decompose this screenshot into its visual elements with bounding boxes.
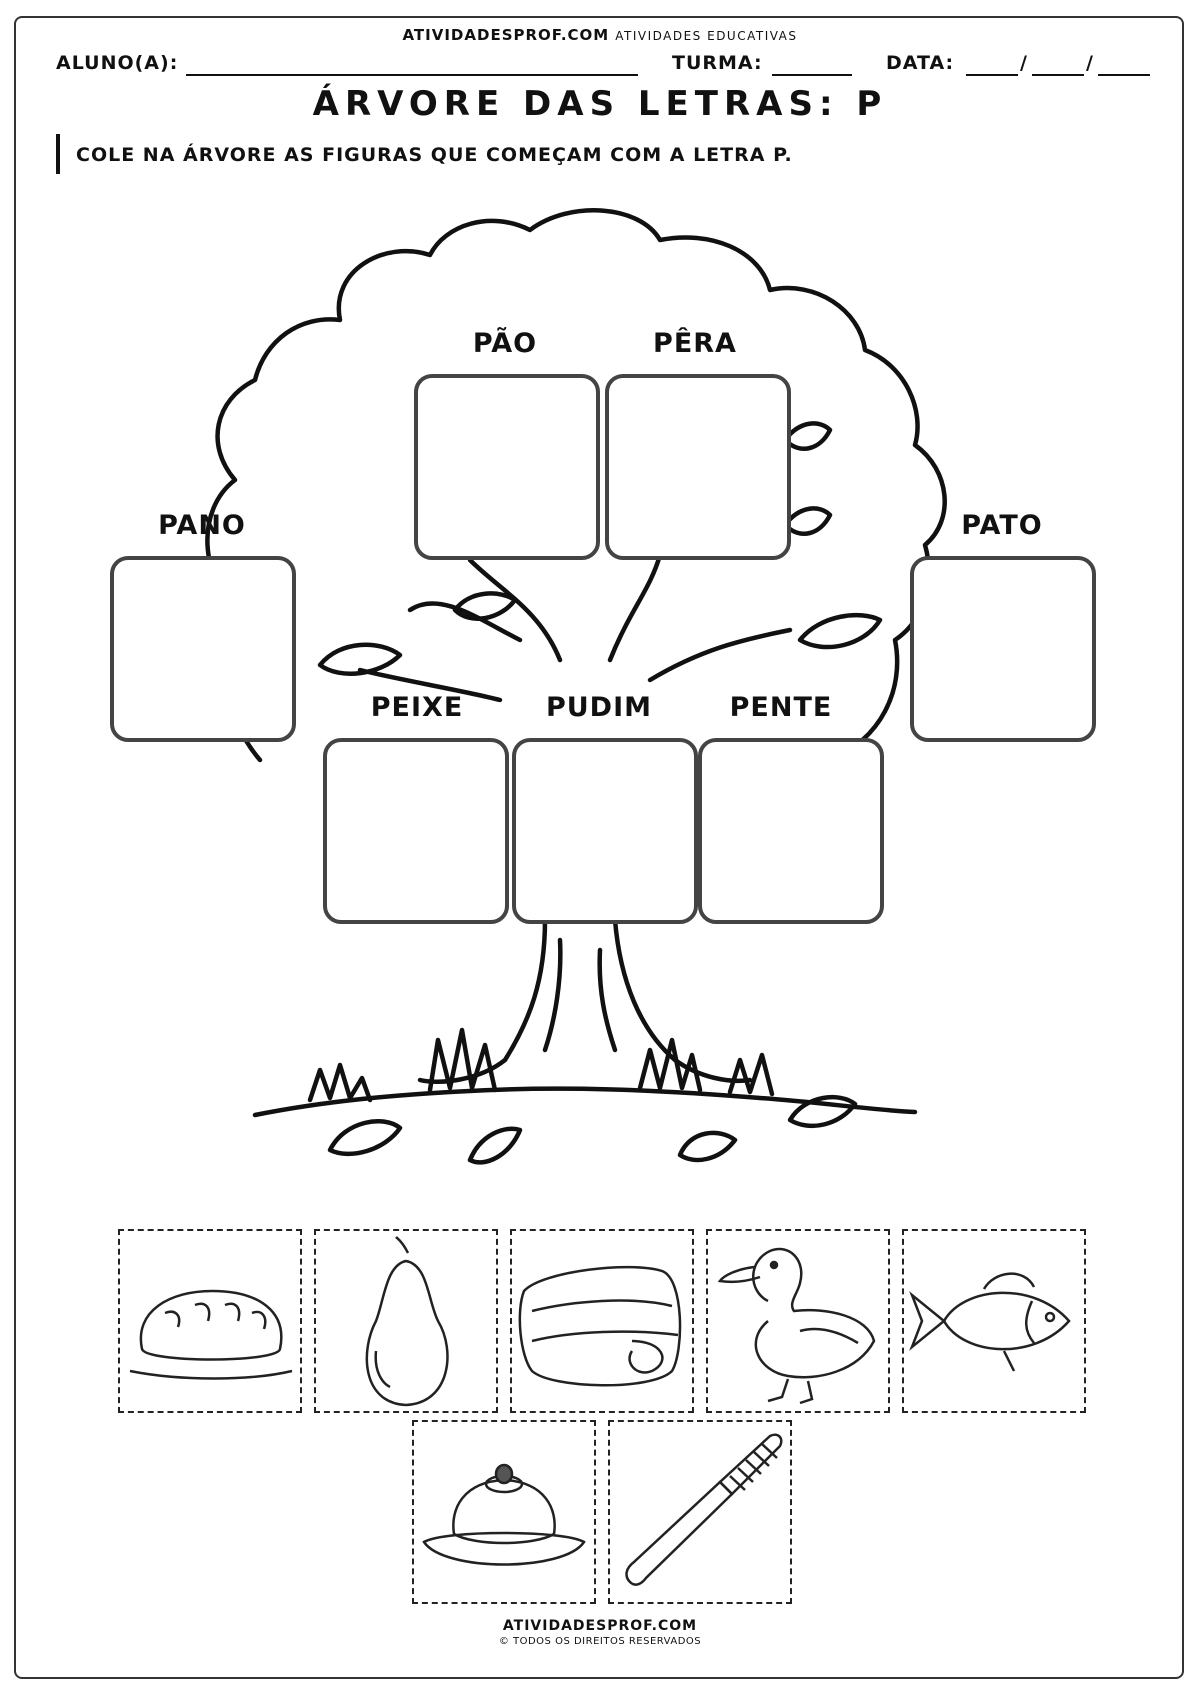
cutout-pudding[interactable] xyxy=(412,1420,596,1604)
student-label: ALUNO(A): xyxy=(56,52,179,74)
word-pano: PANO xyxy=(158,510,246,541)
paste-box-peixe[interactable] xyxy=(323,738,509,924)
word-peixe: PEIXE xyxy=(370,692,464,723)
class-line[interactable] xyxy=(772,74,852,76)
word-pudim: PUDIM xyxy=(545,692,653,723)
date-month-line[interactable] xyxy=(1032,74,1084,76)
fish-icon xyxy=(909,1272,1071,1372)
paste-box-pente[interactable] xyxy=(698,738,884,924)
pudding-icon xyxy=(422,1463,586,1566)
paste-box-pato[interactable] xyxy=(910,556,1096,742)
site-name: ATIVIDADESPROF.COM xyxy=(402,26,610,44)
grass xyxy=(307,1062,373,1103)
date-separator: / xyxy=(1020,52,1027,74)
folded-cloth-icon xyxy=(518,1265,682,1387)
date-day-line[interactable] xyxy=(966,74,1018,76)
tree-crown-outline xyxy=(205,208,947,763)
instruction-bar xyxy=(56,134,60,174)
tree-branch xyxy=(467,557,563,663)
comb-icon xyxy=(625,1433,783,1586)
paste-box-pao[interactable] xyxy=(414,374,600,560)
word-pera: PÊRA xyxy=(653,328,737,359)
leaf xyxy=(317,642,403,676)
cutout-fish[interactable] xyxy=(902,1229,1086,1413)
date-separator: / xyxy=(1086,52,1093,74)
worksheet-border xyxy=(14,16,1184,1679)
paste-box-pera[interactable] xyxy=(605,374,791,560)
pear-icon xyxy=(365,1236,449,1407)
class-label: TURMA: xyxy=(672,52,763,74)
word-pao: PÃO xyxy=(472,328,538,359)
page-title: ÁRVORE DAS LETRAS: P xyxy=(312,84,888,124)
cutout-comb[interactable] xyxy=(608,1420,792,1604)
site-header: ATIVIDADESPROF.COM ATIVIDADES EDUCATIVAS xyxy=(0,26,1200,44)
duck-icon xyxy=(717,1248,876,1405)
student-name-line[interactable] xyxy=(186,74,638,76)
tree-trunk-right xyxy=(612,917,753,1084)
bread-icon xyxy=(129,1289,293,1380)
cutout-cloth[interactable] xyxy=(510,1229,694,1413)
cutout-duck[interactable] xyxy=(706,1229,890,1413)
footer-site: ATIVIDADESPROF.COM xyxy=(502,1618,698,1634)
ground-leaf xyxy=(327,1119,403,1157)
site-subtitle: ATIVIDADES EDUCATIVAS xyxy=(615,29,798,43)
word-pato: PATO xyxy=(961,510,1043,541)
paste-box-pudim[interactable] xyxy=(512,738,698,924)
ground-line xyxy=(252,1086,918,1118)
date-label: DATA: xyxy=(886,52,955,74)
instruction-text: COLE NA ÁRVORE AS FIGURAS QUE COMEÇAM CO… xyxy=(76,144,793,166)
footer-rights: © TODOS OS DIREITOS RESERVADOS xyxy=(498,1636,702,1647)
cutout-bread[interactable] xyxy=(118,1229,302,1413)
cutout-pear[interactable] xyxy=(314,1229,498,1413)
paste-box-pano[interactable] xyxy=(110,556,296,742)
date-year-line[interactable] xyxy=(1098,74,1150,76)
word-pente: PENTE xyxy=(729,692,833,723)
